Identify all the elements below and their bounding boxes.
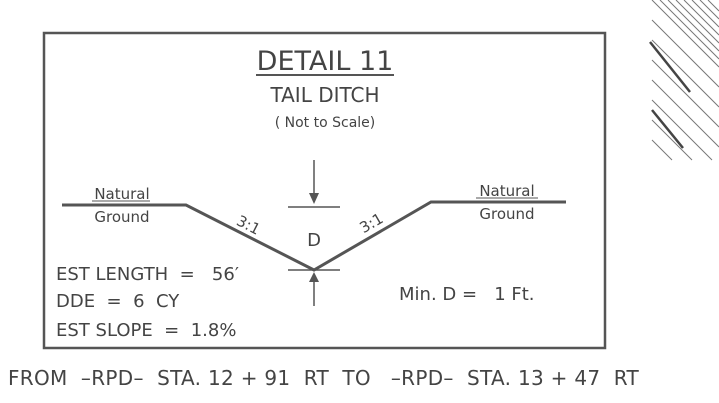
est-slope-note: EST SLOPE = 1.8% [56,320,236,341]
left-slope-label: 3:1 [234,212,264,239]
right-ground-label-line1: Natural [479,182,534,200]
depth-label: D [307,230,321,251]
detail-title: DETAIL 11 [257,46,394,77]
scale-note: ( Not to Scale) [275,115,376,131]
depth-dimension [288,160,340,306]
left-ground-label-line2: Ground [94,208,149,226]
left-ground-label-line1: Natural [94,185,149,203]
station-range-text: FROM –RPD– STA. 12 + 91 RT TO –RPD– STA.… [8,366,639,390]
detail-border [42,31,607,350]
est-length-note: EST LENGTH = 56′ [56,264,239,285]
detail-subtitle: TAIL DITCH [269,83,379,107]
dde-note: DDE = 6 CY [56,291,180,312]
right-slope-label: 3:1 [357,209,387,237]
right-ground-label-line2: Ground [479,205,534,223]
min-depth-note: Min. D = 1 Ft. [399,284,535,305]
hatch-pattern [649,0,719,161]
